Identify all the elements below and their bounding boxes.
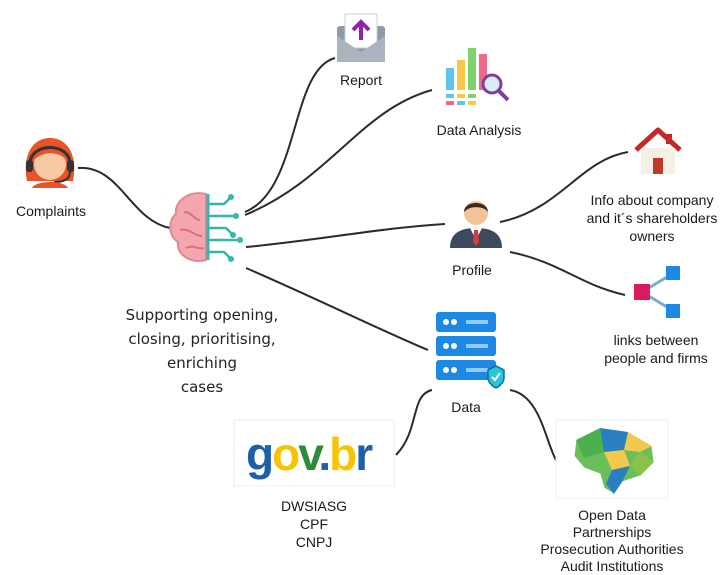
network-share-icon	[634, 266, 680, 318]
brazil-line-4: Audit Institutions	[560, 558, 664, 574]
connector-brain-data-analysis	[244, 89, 433, 216]
connector-brain-data	[245, 267, 429, 351]
brain-circuit-icon	[169, 192, 243, 262]
brazil-line-2: Partnerships	[572, 524, 652, 540]
label-data: Data	[451, 399, 481, 415]
label-company-info: Info about company and it´s shareholders…	[580, 191, 724, 245]
company-info-line-2: and it´s shareholders	[586, 210, 718, 226]
label-data-analysis: Data Analysis	[436, 122, 522, 138]
connector-data-brazil	[509, 389, 557, 461]
brain-caption: Supporting opening, closing, prioritisin…	[112, 303, 292, 399]
company-info-line-3: owners	[629, 228, 675, 244]
label-brazil-sources: Open Data Partnerships Prosecution Autho…	[526, 507, 698, 575]
brazil-map-icon	[555, 419, 669, 499]
links-line-2: people and firms	[604, 350, 708, 366]
caption-line-3: enriching	[166, 354, 238, 372]
headset-agent-icon	[25, 138, 75, 188]
govbr-logo: gov.br	[233, 419, 395, 487]
connector-brain-report	[244, 57, 336, 213]
house-icon	[634, 127, 682, 174]
bar-chart-magnifier-icon	[446, 48, 510, 105]
label-links: links between people and firms	[594, 331, 718, 367]
label-complaints: Complaints	[15, 203, 87, 219]
connector-profile-company	[499, 151, 629, 223]
connector-profile-links	[509, 251, 626, 296]
connector-data-govbr	[395, 389, 433, 456]
brazil-line-1: Open Data	[578, 507, 646, 523]
caption-line-1: Supporting opening,	[125, 306, 279, 324]
connector-brain-profile	[245, 223, 446, 248]
businessman-icon	[450, 201, 502, 248]
caption-line-4: cases	[180, 378, 224, 396]
label-report: Report	[339, 72, 383, 88]
svg-text:gov.br: gov.br	[246, 428, 373, 480]
label-profile: Profile	[452, 262, 492, 278]
govbr-line-2: CPF	[300, 516, 328, 532]
company-info-line-1: Info about company	[590, 192, 714, 208]
envelope-upload-icon	[337, 13, 385, 62]
connector-complaints-brain	[77, 166, 171, 229]
caption-line-2: closing, prioritising,	[128, 330, 276, 348]
govbr-line-1: DWSIASG	[280, 498, 348, 514]
label-govbr-sources: DWSIASG CPF CNPJ	[264, 497, 364, 551]
server-database-icon	[436, 312, 505, 389]
brazil-line-3: Prosecution Authorities	[540, 541, 684, 557]
connectors	[77, 57, 629, 461]
links-line-1: links between	[613, 332, 699, 348]
govbr-line-3: CNPJ	[295, 534, 333, 550]
